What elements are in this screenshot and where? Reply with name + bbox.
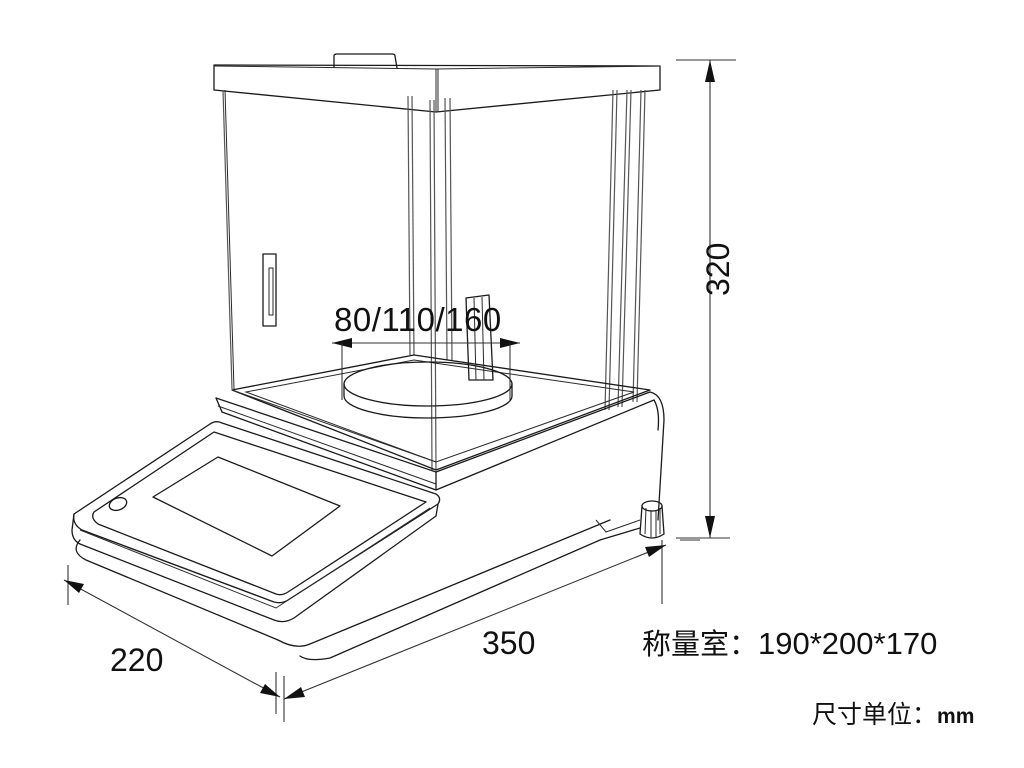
chamber-size-prefix: 称量室：: [642, 627, 759, 661]
chamber-floor: [231, 354, 651, 471]
width-label: 350: [482, 625, 536, 661]
pan-diameter-label: 80/110/160: [334, 301, 502, 338]
height-label: 320: [700, 242, 736, 296]
dimension-height: [676, 59, 736, 539]
dimension-width: [283, 539, 700, 722]
center-pillars: [407, 95, 453, 471]
dimension-pan-diameter: [332, 338, 520, 400]
leveling-foot: [639, 500, 665, 539]
unit-note: 尺寸单位：mm: [812, 702, 974, 727]
left-glass-edge: [222, 89, 235, 390]
dimension-depth: [63, 565, 281, 714]
right-door-handle: [465, 294, 494, 381]
chamber-size-value: 190*200*170: [758, 626, 938, 661]
weighing-pan: [343, 361, 513, 419]
top-cover: [213, 53, 661, 113]
display-console: [71, 405, 441, 623]
chamber-size-note: 称量室：190*200*170: [642, 628, 937, 659]
depth-label: 220: [110, 642, 164, 678]
right-pillars: [604, 89, 646, 411]
left-door-handle: [262, 253, 277, 327]
unit-prefix: 尺寸单位：: [812, 700, 938, 729]
base-body: [75, 391, 665, 661]
unit-value: mm: [937, 705, 975, 728]
